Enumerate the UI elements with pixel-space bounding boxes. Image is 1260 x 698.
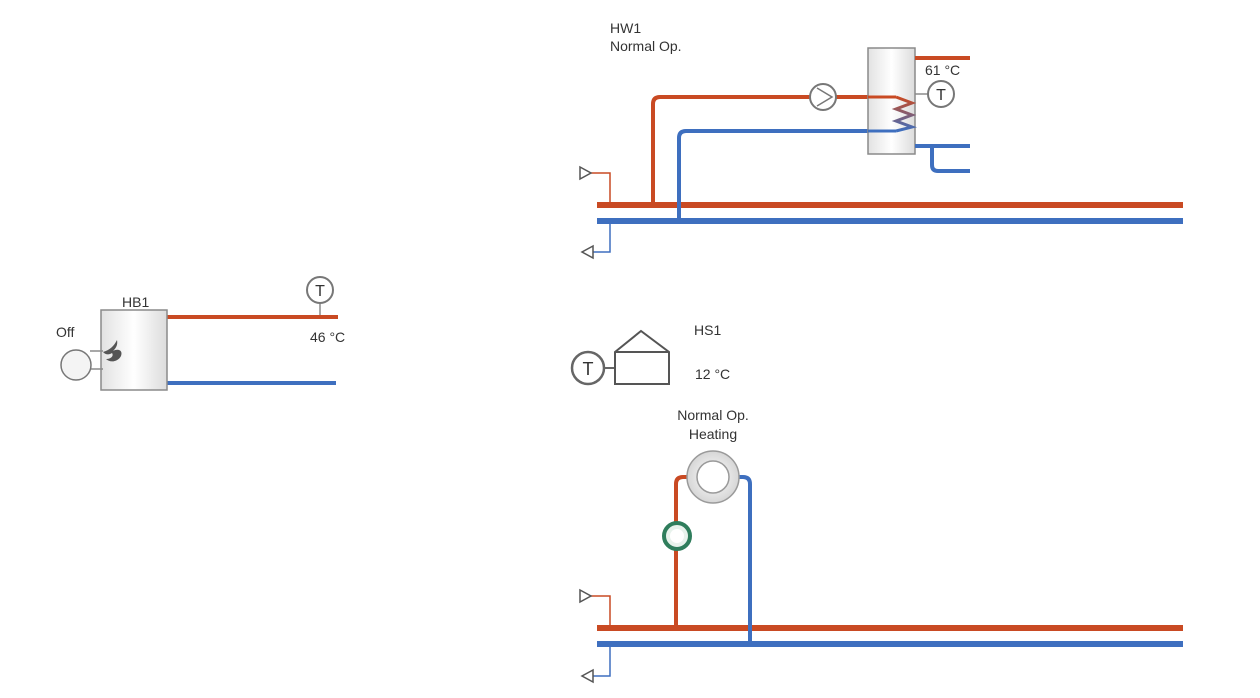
svg-text:T: T — [583, 359, 594, 379]
hs-supply-riser — [674, 475, 690, 628]
svg-text:T: T — [315, 283, 325, 300]
room-temp: 12 °C — [695, 366, 731, 382]
arrow-right-icon — [579, 165, 593, 181]
arrow-right-icon — [579, 588, 593, 604]
tank-temp-sensor-icon[interactable]: T — [927, 80, 955, 108]
hw-inlet-connector — [591, 172, 611, 202]
mixing-valve-icon[interactable] — [662, 521, 692, 551]
heating-circuit-state: Heating — [688, 426, 738, 442]
hot-water-name: HW1 — [610, 20, 642, 36]
hs-inlet-connector — [591, 595, 611, 625]
hs-return-riser — [737, 475, 752, 644]
heating-circuit-section: T — [570, 329, 1183, 684]
flame-icon — [103, 340, 122, 362]
hw-branch-return-pipe — [677, 129, 868, 221]
hw-branch-supply-pipe — [651, 95, 868, 205]
hw-circulation-pipe — [930, 146, 970, 173]
coil-icon — [891, 95, 918, 133]
radiator-icon[interactable] — [686, 450, 740, 504]
boiler-flow-temp: 46 °C — [310, 329, 346, 345]
burner-status: Off — [56, 324, 75, 340]
hs-outlet-connector — [593, 647, 611, 677]
hot-water-section: T — [579, 47, 1183, 260]
room-temp-sensor-icon[interactable]: T — [570, 350, 606, 386]
arrow-left-icon — [580, 668, 594, 684]
tank-temp: 61 °C — [925, 62, 961, 78]
arrow-left-icon — [580, 244, 594, 260]
boiler-section: T — [60, 276, 338, 391]
burner-pump-icon[interactable] — [60, 349, 92, 381]
charge-pump-icon[interactable] — [809, 83, 837, 111]
boiler-temp-sensor-icon[interactable]: T — [306, 276, 334, 304]
house-icon — [614, 329, 670, 385]
svg-text:T: T — [936, 87, 946, 104]
hot-water-mode: Normal Op. — [610, 38, 682, 54]
heating-circuit-mode: Normal Op. — [677, 407, 749, 423]
hw-outlet-connector — [593, 224, 611, 253]
heating-circuit-name: HS1 — [694, 322, 722, 338]
boiler-name: HB1 — [122, 294, 150, 310]
